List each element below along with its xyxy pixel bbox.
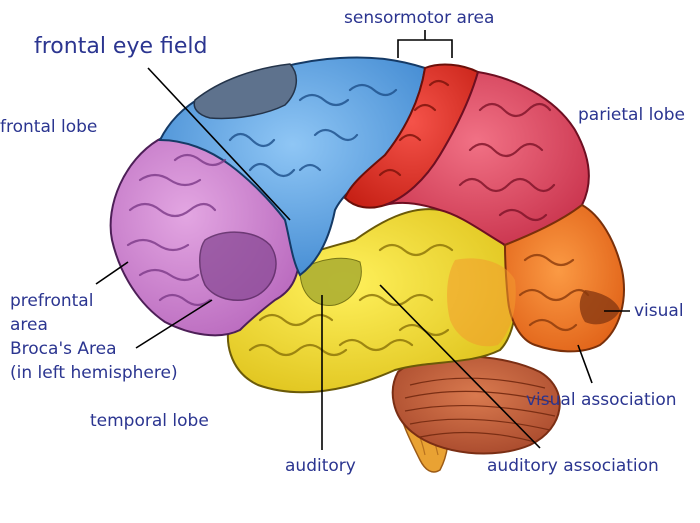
frontal-eye-field-region — [193, 63, 297, 120]
label-left-hemisphere-note: (in left hemisphere) — [10, 363, 178, 383]
pointer-brocas — [135, 299, 213, 349]
sensorimotor-bracket — [397, 30, 453, 58]
label-auditory: auditory — [285, 456, 356, 476]
pointer-frontal-eye-field — [147, 67, 291, 221]
label-brocas-area: Broca's Area — [10, 339, 117, 359]
temporal-lobe-region — [226, 208, 518, 394]
auditory-region — [299, 257, 362, 306]
label-temporal-lobe: temporal lobe — [90, 411, 209, 431]
visual-cortex-patch — [579, 290, 620, 325]
brocas-area-region — [199, 231, 277, 301]
pointer-auditory-association — [379, 284, 541, 449]
label-frontal-lobe: frontal lobe — [0, 117, 98, 137]
label-visual: visual — [634, 301, 684, 321]
label-visual-association: visual association — [526, 390, 677, 410]
pointer-prefrontal — [95, 261, 129, 285]
parietal-lobe-region — [384, 70, 590, 247]
label-prefrontal-line2: area — [10, 315, 48, 335]
label-auditory-association: auditory association — [487, 456, 659, 476]
label-frontal-eye-field: frontal eye field — [34, 34, 208, 59]
label-parietal-lobe: parietal lobe — [578, 105, 685, 125]
pointer-visual-association — [577, 344, 593, 384]
label-sensorimotor-area: sensormotor area — [344, 8, 495, 28]
label-prefrontal-line1: prefrontal — [10, 291, 94, 311]
